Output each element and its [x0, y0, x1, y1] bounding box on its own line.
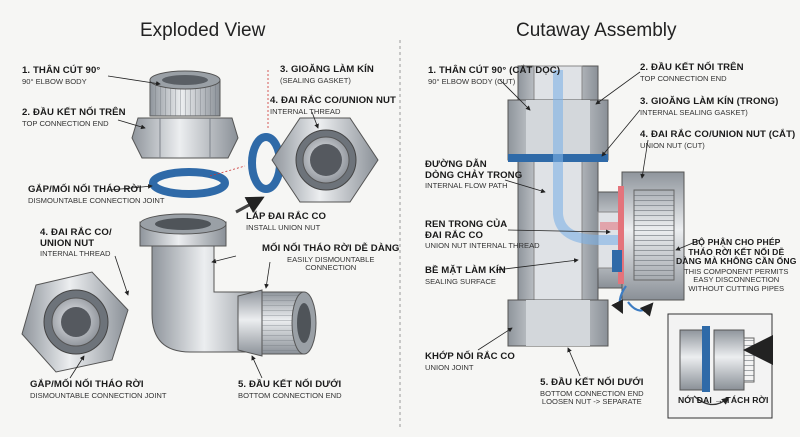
cutaway-label-body: 1. THÂN CÚT 90° (CẮT DỌC) 90° ELBOW BODY… [428, 65, 561, 86]
cutaway-leaders [477, 71, 701, 377]
exploded-label-easy: MỐI NỐI THÁO RỜI DỄ DÀNG EASILY DISMOUNT… [262, 243, 400, 273]
cutaway-union-nut [612, 171, 685, 301]
exploded-union-nut [271, 117, 379, 203]
exploded-top-connection-end [131, 70, 239, 159]
cutaway-label-flow: ĐƯỜNG DẪN DÒNG CHẢY TRONG INTERNAL FLOW … [425, 159, 523, 191]
exploded-label-joint2: GẮP/MỐI NỐI THÁO RỜI DISMOUNTABLE CONNEC… [30, 379, 167, 400]
exploded-label-bottom: 5. ĐẦU KẾT NỐI DƯỚI BOTTOM CONNECTION EN… [238, 379, 342, 400]
cutaway-label-nut: 4. ĐAI RẮC CO/UNION NUT (CẮT) UNION NUT … [640, 129, 796, 150]
exploded-label-body: 1. THÂN CÚT 90° 90° ELBOW BODY [22, 65, 101, 86]
cutaway-disconnect-arrows [611, 285, 654, 317]
cutaway-label-top: 2. ĐẦU KẾT NỐI TRÊN TOP CONNECTION END [640, 62, 744, 83]
cutaway-label-thread: REN TRONG CỦA ĐAI RẮC CO UNION NUT INTER… [425, 219, 540, 251]
cutaway-title: Cutaway Assembly [516, 20, 677, 41]
cutaway-label-permit: BỘ PHẬN CHO PHÉP THÁO RỜI KẾT NỐI DỄ DÀN… [676, 237, 797, 293]
cutaway-label-bottom: 5. ĐẦU KẾT NỐI DƯỚI BOTTOM CONNECTION EN… [540, 377, 644, 407]
cutaway-label-gasket: 3. GIOĂNG LÀM KÍN (TRONG) INTERNAL SEALI… [640, 96, 779, 117]
exploded-label-nut: 4. ĐAI RẮC CO/UNION NUT INTERNAL THREAD [270, 95, 396, 116]
exploded-gasket-1 [149, 168, 229, 198]
exploded-label-install: LẮP ĐAI RẮC CO INSTALL UNION NUT [246, 211, 327, 232]
exploded-label-top: 2. ĐẦU KẾT NỐI TRÊN TOP CONNECTION END [22, 107, 126, 128]
cutaway-label-union: KHỚP NỐI RẮC CO UNION JOINT [425, 351, 515, 372]
cutaway-inset [667, 313, 773, 419]
cutaway-label-seal: BỀ MẶT LÀM KÍN SEALING SURFACE [425, 265, 506, 286]
exploded-title: Exploded View [140, 20, 266, 41]
exploded-label-joint1: GẮP/MỐI NỐI THÁO RỜI DISMOUNTABLE CONNEC… [28, 184, 165, 205]
exploded-union-nut-2 [21, 271, 129, 373]
exploded-label-nut2: 4. ĐAI RẮC CO/ UNION NUT INTERNAL THREAD [40, 227, 112, 259]
exploded-label-gasket: 3. GIOĂNG LÀM KÍN (SEALING GASKET) [280, 64, 374, 85]
cutaway-label-inset: NỚI ĐAI → TÁCH RỜI [678, 395, 769, 405]
exploded-bottom-connection-end [237, 289, 317, 357]
exploded-leaders [69, 70, 319, 379]
